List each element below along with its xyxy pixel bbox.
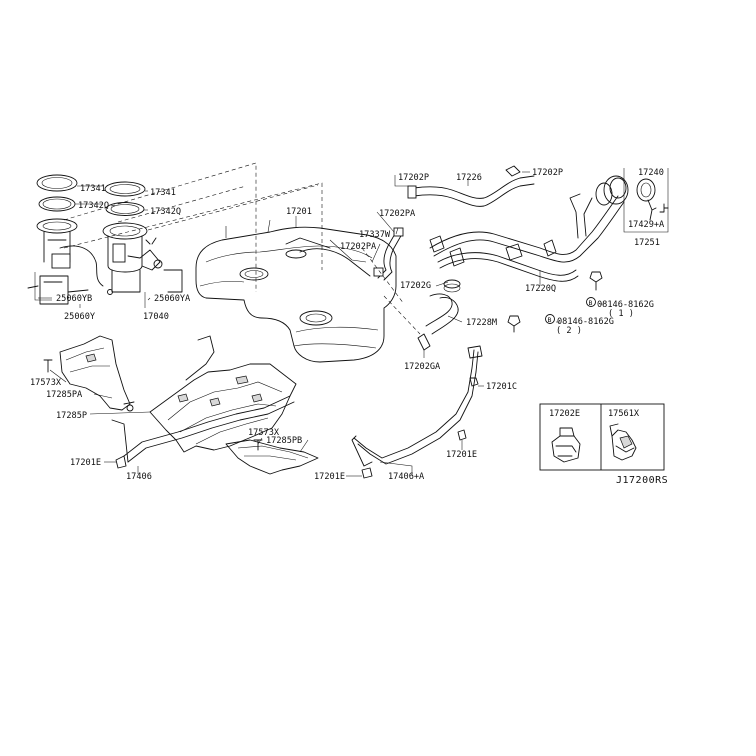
label-17201e-b: 17201E <box>314 472 345 482</box>
label-17201: 17201 <box>286 207 312 217</box>
label-17285pb: 17285PB <box>266 436 302 446</box>
label-08146-qty-1: ( 1 ) <box>608 309 634 319</box>
label-17573x-b: 17573X <box>248 428 280 438</box>
label-17341-center: 17341 <box>150 188 176 198</box>
label-17341-left: 17341 <box>80 184 106 194</box>
label-08146-qty-2: ( 2 ) <box>556 326 582 336</box>
label-17202p-a: 17202P <box>398 173 429 183</box>
heat-insulator-17285p <box>149 335 297 453</box>
tank-band-17406 <box>111 395 295 469</box>
vent-hose-17226 <box>407 165 535 207</box>
fuel-tank <box>195 219 397 363</box>
tank-band-17406a <box>351 345 483 479</box>
diagram-code: J17200RS <box>616 475 668 486</box>
label-17429a: 17429+A <box>628 220 665 230</box>
clip-17561x-drawing <box>609 423 637 461</box>
label-25060ya: 25060YA <box>154 294 191 304</box>
label-25060yb: 25060YB <box>56 294 92 304</box>
clip-17202e-drawing <box>551 427 581 463</box>
filler-neck <box>595 175 629 206</box>
heat-insulator-17285pa <box>43 335 135 412</box>
heat-insulator-17285pb <box>225 439 319 475</box>
label-17337w: 17337W <box>359 230 391 240</box>
fuel-pump-group-left <box>27 174 113 305</box>
label-17228m: 17228M <box>466 318 497 328</box>
label-17285p: 17285P <box>56 411 87 421</box>
pump-reference-lines <box>63 162 323 292</box>
label-17240: 17240 <box>638 168 664 178</box>
breather-hose <box>373 227 404 281</box>
label-17342q-left: 17342Q <box>78 201 109 211</box>
label-17226: 17226 <box>456 173 482 183</box>
label-08146-8162g-b: 08146-8162G <box>557 317 614 327</box>
label-17202g: 17202G <box>400 281 431 291</box>
label-08146-8162g-a: 08146-8162G <box>597 300 654 310</box>
label-17573x-a: 17573X <box>30 378 62 388</box>
label-17201e-a: 17201E <box>70 458 101 468</box>
inset-label-17202e: 17202E <box>549 409 580 419</box>
label-17285pa: 17285PA <box>46 390 83 400</box>
label-17406a: 17406+A <box>388 472 425 482</box>
bolt-mark-a: B <box>589 299 593 307</box>
label-17220q: 17220Q <box>525 284 556 294</box>
fuel-pump-group-center <box>102 181 183 293</box>
label-17201e-c: 17201E <box>446 450 477 460</box>
label-17202ga: 17202GA <box>404 362 441 372</box>
label-17202pa-a: 17202PA <box>379 209 416 219</box>
label-17342q-center: 17342Q <box>150 207 181 217</box>
label-25060y: 25060Y <box>64 312 96 322</box>
leader-lines <box>38 171 604 477</box>
label-17202p-b: 17202P <box>532 168 563 178</box>
bolt-mark-b: B <box>548 316 552 324</box>
filler-hose-17228m <box>361 247 461 351</box>
label-17406: 17406 <box>126 472 152 482</box>
inset-label-17561x: 17561X <box>608 409 640 419</box>
label-17040: 17040 <box>143 312 169 322</box>
fuel-cap-17251 <box>623 168 669 233</box>
clip-inset-box: 17202E 17561X <box>539 403 665 471</box>
label-17251: 17251 <box>634 238 660 248</box>
label-17201c: 17201C <box>486 382 517 392</box>
callout-labels: 17341 17342Q 17341 17342Q 25060YB 25060Y… <box>30 168 665 482</box>
filler-tube-17220q <box>429 193 625 282</box>
label-17202pa-b: 17202PA <box>340 242 377 252</box>
bolts: B B <box>507 271 603 333</box>
